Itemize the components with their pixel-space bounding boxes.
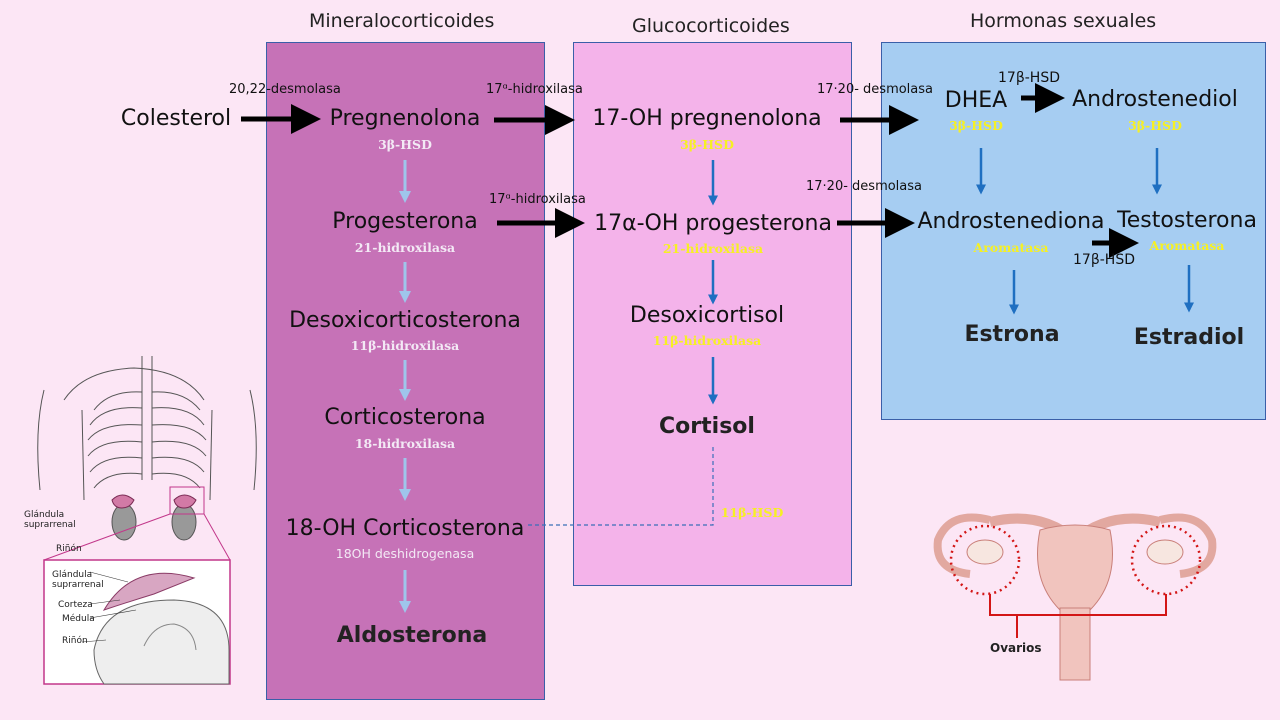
node-estrona: Estrona <box>964 322 1060 347</box>
node-corticosterona: Corticosterona <box>324 405 486 430</box>
enzyme-17ohprog-21-hidroxilasa: 21-hidroxilasa <box>662 241 764 256</box>
node-18oh-corticosterona: 18-OH Corticosterona <box>285 516 525 541</box>
node-colesterol: Colesterol <box>120 106 232 131</box>
enzyme-doc-11b-hidroxilasa: 11β-hidroxilasa <box>350 338 460 353</box>
node-androstenediona: Androstenediona <box>917 209 1105 234</box>
label-17a-hidroxilasa-bottom: 17ᵅ-hidroxilasa <box>489 192 586 207</box>
header-mineralocorticoides: Mineralocorticoides <box>309 10 495 32</box>
enzyme-preg-3bhsd: 3β-HSD <box>378 137 432 152</box>
label-rinon-top: Riñón <box>56 544 82 554</box>
enzyme-dhea-3bhsd: 3β-HSD <box>949 118 1003 133</box>
enzyme-desoxicortisol-11b-hidroxilasa: 11β-hidroxilasa <box>652 333 762 348</box>
uterus-drawing <box>933 513 1217 681</box>
enzyme-androstenediona-aromatasa: Aromatasa <box>973 240 1049 255</box>
header-hormonas-sexuales: Hormonas sexuales <box>970 10 1157 32</box>
node-androstenediol: Androstenediol <box>1072 87 1238 112</box>
node-testosterona: Testosterona <box>1117 208 1257 233</box>
label-medula: Médula <box>62 614 95 624</box>
node-estradiol: Estradiol <box>1133 325 1245 350</box>
node-17a-oh-progesterona: 17α-OH progesterona <box>594 211 832 236</box>
node-pregnenolona: Pregnenolona <box>329 106 481 131</box>
enzyme-18oh-deshidrogenasa: 18OH deshidrogenasa <box>335 546 475 561</box>
enzyme-testosterona-aromatasa: Aromatasa <box>1149 238 1225 253</box>
node-dhea: DHEA <box>944 88 1008 113</box>
enzyme-17ohpreg-3bhsd: 3β-HSD <box>680 137 734 152</box>
glucocorticoid-panel <box>573 42 852 586</box>
label-glandula-inset: Glándula suprarrenal <box>52 570 104 590</box>
label-20-22-desmolasa: 20,22-desmolasa <box>229 82 341 97</box>
label-rinon-inset: Riñón <box>62 636 88 646</box>
label-17-20-desmolasa-top: 17·20- desmolasa <box>817 82 933 97</box>
node-desoxicortisol: Desoxicortisol <box>629 303 785 328</box>
label-17b-hsd-top: 17β-HSD <box>998 70 1060 86</box>
enzyme-androstenediol-3bhsd: 3β-HSD <box>1128 118 1182 133</box>
adrenal-anatomy-illustration: Glándula suprarrenal Riñón Glándula supr… <box>24 350 264 690</box>
node-cortisol: Cortisol <box>659 414 755 439</box>
label-17-20-desmolasa-bottom: 17·20- desmolasa <box>806 179 922 194</box>
enzyme-cort-18-hidroxilasa: 18-hidroxilasa <box>354 436 456 451</box>
enzyme-cortisol-11b-hsd: 11β-HSD <box>720 505 784 520</box>
enzyme-prog-21-hidroxilasa: 21-hidroxilasa <box>354 240 456 255</box>
label-glandula-suprarrenal: Glándula suprarrenal <box>24 510 76 530</box>
label-ovarios: Ovarios <box>990 641 1042 655</box>
label-corteza: Corteza <box>58 600 93 610</box>
node-progesterona: Progesterona <box>332 209 478 234</box>
header-glucocorticoides: Glucocorticoides <box>632 15 790 37</box>
dashed-link-cortisol-18oh <box>525 447 714 526</box>
node-aldosterona: Aldosterona <box>336 623 488 648</box>
ovaries-illustration: Ovarios <box>930 500 1220 690</box>
label-17a-hidroxilasa-top: 17ᵅ-hidroxilasa <box>486 82 583 97</box>
node-desoxicorticosterona: Desoxicorticosterona <box>289 308 521 333</box>
node-17oh-pregnenolona: 17-OH pregnenolona <box>592 106 822 131</box>
thorax-kidney-drawing <box>37 356 257 685</box>
sex-hormone-panel <box>881 42 1266 420</box>
label-17b-hsd-bottom: 17β-HSD <box>1073 252 1135 268</box>
